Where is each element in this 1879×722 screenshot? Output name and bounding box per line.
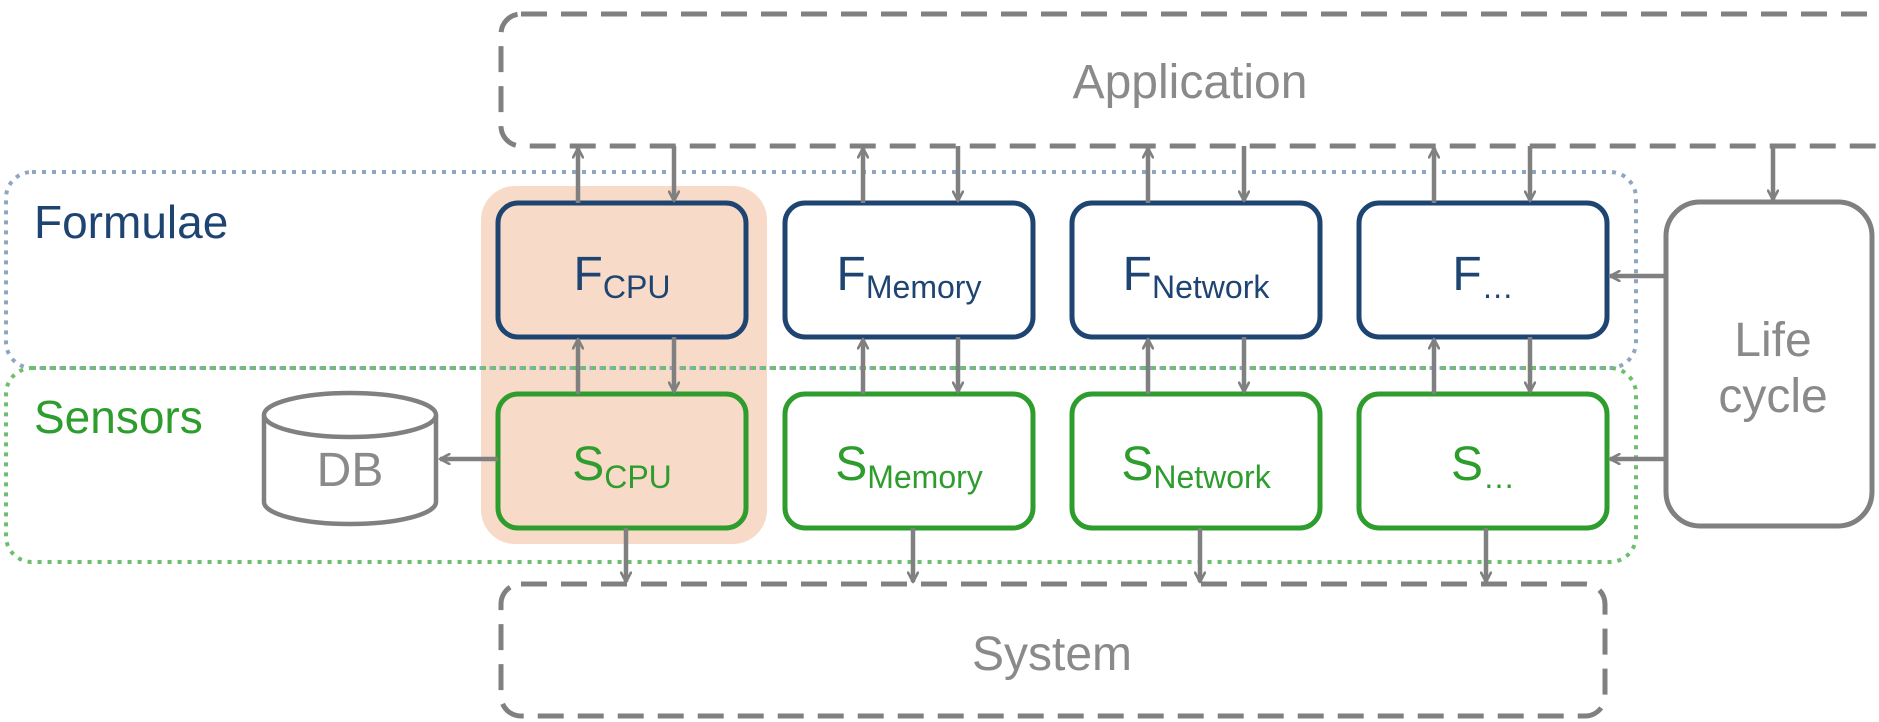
sensor-network-main: S — [1121, 438, 1153, 491]
sensors-group-border — [4, 366, 1638, 564]
formula-cpu-sub: CPU — [603, 269, 671, 305]
misc-arrows — [440, 146, 1773, 459]
sensor-cpu-main: S — [572, 438, 604, 491]
formula-network-sub: Network — [1152, 269, 1270, 305]
svg-text:SMemory: SMemory — [835, 438, 983, 495]
sensor-memory-sub: Memory — [867, 459, 983, 495]
lifecycle-label-line1: Life — [1734, 314, 1811, 367]
formula-cpu-main: F — [574, 248, 603, 301]
sensor-cpu-sub: CPU — [604, 459, 672, 495]
svg-text:FNetwork: FNetwork — [1123, 248, 1271, 305]
svg-text:SCPU: SCPU — [572, 438, 672, 495]
formula-box-network: FNetwork — [1069, 200, 1323, 340]
sensor-memory-main: S — [835, 438, 867, 491]
formula-other-main: F — [1452, 248, 1481, 301]
formula-box-other: F… — [1356, 200, 1610, 340]
sensor-network-sub: Network — [1153, 459, 1271, 495]
formula-sensor-arrows — [578, 337, 1530, 394]
sensor-box-cpu: SCPU — [495, 391, 749, 531]
formula-box-cpu: FCPU — [495, 200, 749, 340]
svg-text:FMemory: FMemory — [837, 248, 982, 305]
lifecycle-box: Life cycle — [1663, 199, 1875, 529]
sensor-other-main: S — [1451, 438, 1483, 491]
svg-text:F…: F… — [1452, 248, 1513, 305]
sensor-box-other: S… — [1356, 391, 1610, 531]
formulae-group-border — [4, 170, 1638, 370]
svg-text:S…: S… — [1451, 438, 1515, 495]
application-box: Application — [498, 11, 1879, 149]
system-label: System — [972, 628, 1132, 681]
svg-text:SNetwork: SNetwork — [1121, 438, 1271, 495]
formula-memory-main: F — [837, 248, 866, 301]
formula-box-memory: FMemory — [782, 200, 1036, 340]
formulae-group-label: Formulae — [34, 196, 228, 248]
sensor-box-network: SNetwork — [1069, 391, 1323, 531]
system-box: System — [498, 581, 1608, 719]
sensors-group-label: Sensors — [34, 391, 203, 443]
lifecycle-label-line2: cycle — [1718, 370, 1827, 423]
db-label: DB — [317, 444, 384, 497]
sensor-system-arrows — [626, 528, 1486, 582]
application-label: Application — [1073, 56, 1308, 109]
db-cylinder: DB — [261, 390, 439, 527]
formula-memory-sub: Memory — [866, 269, 982, 305]
formula-other-sub: … — [1482, 269, 1514, 305]
formula-network-main: F — [1123, 248, 1152, 301]
svg-text:FCPU: FCPU — [574, 248, 671, 305]
sensor-other-sub: … — [1483, 459, 1515, 495]
sensor-box-memory: SMemory — [782, 391, 1036, 531]
app-formula-arrows — [578, 146, 1530, 203]
